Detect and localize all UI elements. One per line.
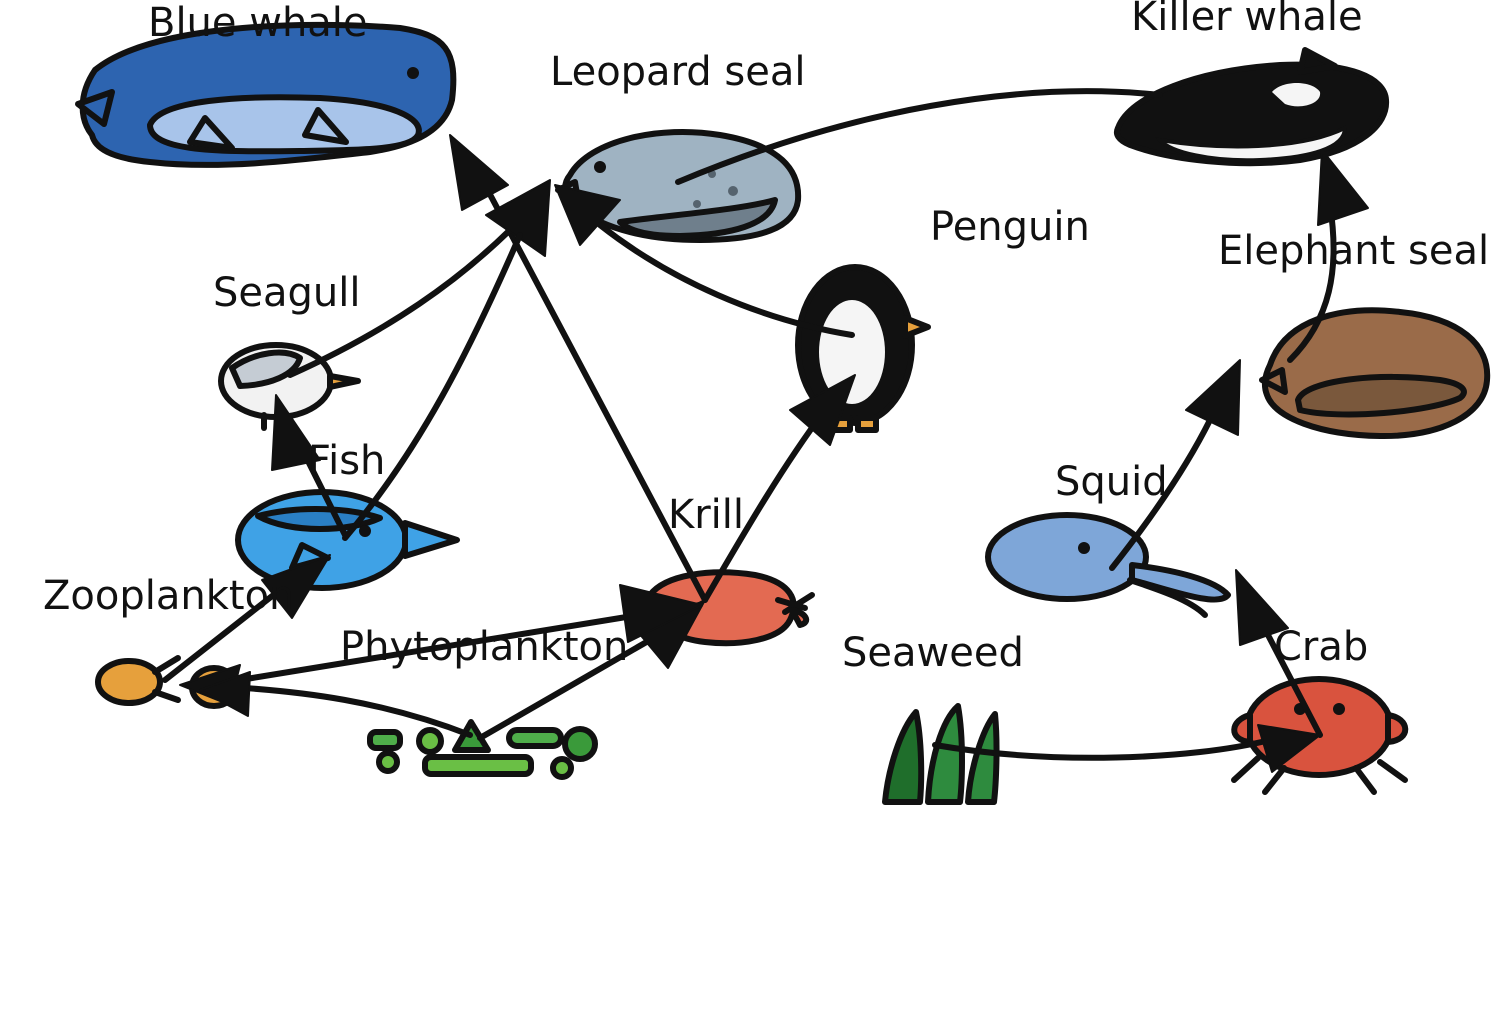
blue-whale-icon <box>75 21 457 168</box>
seaweed-icon <box>882 703 1000 805</box>
label-killer-whale: Killer whale <box>1131 0 1363 40</box>
label-seaweed: Seaweed <box>842 630 1024 676</box>
killer-whale-icon <box>1113 47 1390 167</box>
label-crab: Crab <box>1274 624 1368 670</box>
label-phytoplankton: Phytoplankton <box>340 624 628 670</box>
arrow-zooplankton-to-fish <box>162 554 331 683</box>
seagull-icon <box>218 342 361 431</box>
phytoplankton-icon <box>367 719 598 780</box>
arrow-phytoplankton-to-zooplankton <box>199 671 473 738</box>
arrow-krill-to-blue-whale <box>449 134 708 603</box>
arrow-seaweed-to-crab <box>932 724 1321 773</box>
label-zooplankton: Zooplankton <box>43 573 294 619</box>
arrow-squid-to-elephant-seal <box>1109 359 1241 571</box>
label-leopard-seal: Leopard seal <box>550 49 806 95</box>
arrow-fish-to-leopard-seal <box>342 232 523 541</box>
arrow-seagull-to-leopard-seal <box>287 179 551 378</box>
arrow-krill-to-penguin <box>702 374 856 603</box>
arrow-leopard-seal-to-killer-whale <box>675 88 1163 185</box>
label-seagull: Seagull <box>213 270 360 316</box>
label-krill: Krill <box>668 492 744 538</box>
arrow-penguin-to-leopard-seal <box>554 184 855 338</box>
arrow-fish-to-seagull <box>271 394 348 538</box>
elephant-seal-icon <box>1259 307 1491 440</box>
squid-icon <box>985 512 1231 618</box>
penguin-icon <box>795 264 931 433</box>
label-squid: Squid <box>1055 459 1168 505</box>
label-penguin: Penguin <box>930 204 1090 250</box>
arrow-crab-to-squid <box>1235 569 1323 738</box>
label-elephant-seal: Elephant seal <box>1218 228 1489 274</box>
label-blue-whale: Blue whale <box>148 0 368 46</box>
arrow-elephant-seal-to-killer-whale <box>1287 149 1369 363</box>
label-fish: Fish <box>308 438 385 484</box>
